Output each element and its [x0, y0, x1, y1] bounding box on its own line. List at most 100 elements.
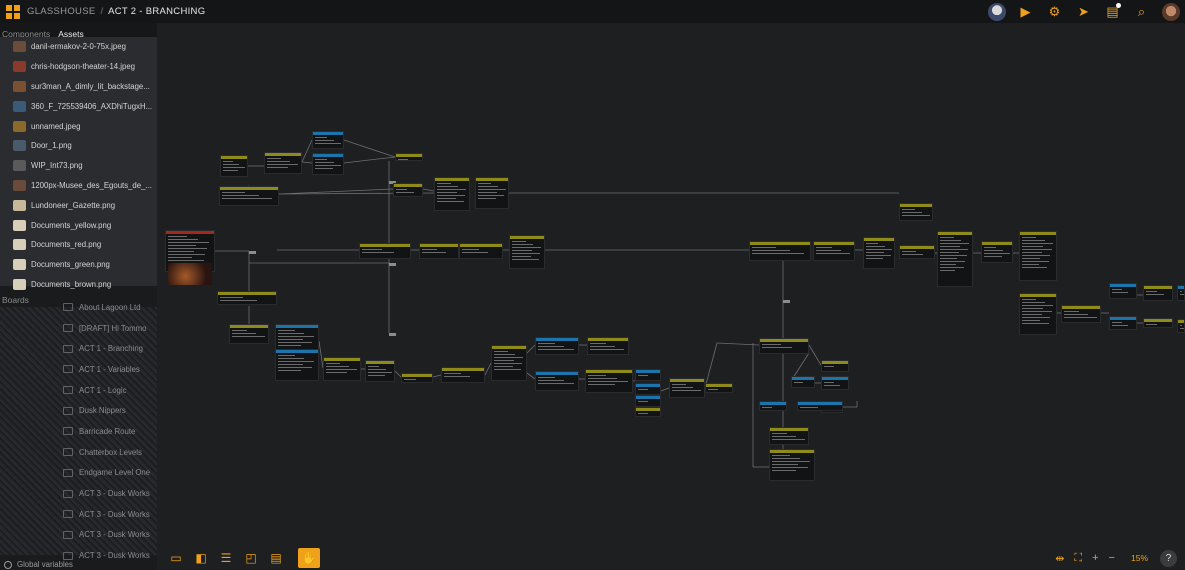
story-node[interactable]	[791, 376, 815, 388]
asset-item[interactable]: sur3man_A_dimly_lit_backstage...	[0, 77, 157, 97]
story-node[interactable]	[395, 153, 423, 161]
board-item[interactable]: ACT 1 - Variables	[0, 359, 157, 380]
story-node[interactable]	[705, 383, 733, 393]
comment-tool-icon[interactable]: ▤	[270, 551, 282, 565]
story-node[interactable]	[821, 376, 849, 390]
asset-item[interactable]: Lundoneer_Gazette.png	[0, 195, 157, 215]
story-node[interactable]	[635, 369, 661, 381]
asset-item[interactable]: Documents_green.png	[0, 255, 157, 275]
board-item[interactable]: ACT 3 - Dusk Works	[0, 545, 157, 566]
story-node[interactable]	[323, 357, 361, 381]
tab-components[interactable]: Components	[2, 28, 51, 39]
story-node[interactable]	[264, 152, 302, 174]
story-node[interactable]	[535, 371, 579, 391]
story-node[interactable]	[312, 131, 344, 149]
story-node[interactable]	[475, 177, 509, 209]
send-icon[interactable]: ➤	[1078, 3, 1089, 19]
board-item[interactable]: Dusk Nippers	[0, 400, 157, 421]
zoom-in-icon[interactable]: +	[1092, 552, 1099, 564]
story-node[interactable]	[635, 383, 661, 395]
story-node[interactable]	[585, 369, 633, 393]
comment-icon[interactable]: ▤	[1098, 0, 1127, 23]
story-node[interactable]	[635, 395, 661, 407]
story-node[interactable]	[1109, 316, 1137, 330]
story-node[interactable]	[165, 230, 215, 285]
story-node[interactable]	[1177, 285, 1185, 301]
story-node[interactable]	[1143, 318, 1173, 328]
avatar-user-2[interactable]	[1156, 0, 1185, 23]
asset-item[interactable]: danil-ermakov-2-0-75x.jpeg	[0, 37, 157, 57]
asset-item[interactable]: Documents_yellow.png	[0, 215, 157, 235]
note-icon[interactable]: ◰	[245, 551, 257, 565]
asset-item[interactable]: 360_F_725539406_AXDhiTugxH...	[0, 96, 157, 116]
breadcrumb-project[interactable]: GLASSHOUSE	[27, 6, 96, 17]
story-node[interactable]	[1019, 293, 1057, 335]
asset-item[interactable]: Documents_brown.png	[0, 275, 157, 295]
zoom-out-icon[interactable]: −	[1108, 552, 1115, 564]
board-item[interactable]: ACT 3 - Dusk Works	[0, 525, 157, 546]
gear-icon[interactable]: ⚙	[1048, 3, 1061, 19]
story-node[interactable]	[821, 360, 849, 372]
story-node[interactable]	[1177, 319, 1185, 333]
story-node[interactable]	[419, 243, 459, 259]
story-node[interactable]	[981, 241, 1013, 263]
board-item[interactable]: Chatterbox Levels	[0, 442, 157, 463]
play-icon[interactable]: ▶	[1020, 3, 1031, 19]
story-node[interactable]	[312, 153, 344, 175]
asset-item[interactable]: 1200px-Musee_des_Egouts_de_...	[0, 176, 157, 196]
story-node[interactable]	[434, 177, 470, 211]
story-node[interactable]	[1019, 231, 1057, 281]
asset-item[interactable]: Documents_red.png	[0, 235, 157, 255]
list-icon[interactable]: ☰	[220, 551, 232, 565]
story-node[interactable]	[749, 241, 811, 261]
story-node[interactable]	[635, 407, 661, 417]
story-node[interactable]	[797, 401, 843, 411]
grid-logo-icon[interactable]	[6, 4, 20, 19]
window-icon[interactable]: ▭	[170, 551, 182, 565]
story-node[interactable]	[491, 345, 527, 381]
story-node[interactable]	[401, 373, 433, 383]
story-node[interactable]	[459, 243, 503, 259]
story-node[interactable]	[219, 186, 279, 206]
story-node[interactable]	[217, 291, 277, 305]
panel-left-icon[interactable]: ◧	[195, 551, 207, 565]
board-item[interactable]: About Lagoon Ltd	[0, 297, 157, 318]
story-node[interactable]	[1109, 283, 1137, 299]
story-node[interactable]	[759, 401, 787, 411]
story-node[interactable]	[359, 243, 411, 259]
story-node[interactable]	[1061, 305, 1101, 323]
fit-screen-icon[interactable]: ⛶	[1074, 551, 1083, 564]
story-node[interactable]	[669, 378, 705, 398]
story-node[interactable]	[441, 367, 485, 383]
avatar-user-1[interactable]	[982, 0, 1011, 23]
help-button[interactable]: ?	[1160, 549, 1177, 567]
board-item[interactable]: Barricade Route	[0, 421, 157, 442]
board-item[interactable]: ACT 3 - Dusk Works	[0, 504, 157, 525]
global-variables-button[interactable]: Global variables	[0, 559, 157, 570]
hand-icon[interactable]: ✋	[298, 548, 320, 568]
story-node[interactable]	[937, 231, 973, 287]
board-canvas[interactable]	[157, 23, 1185, 570]
story-node[interactable]	[769, 449, 815, 481]
story-node[interactable]	[220, 155, 248, 177]
story-node[interactable]	[393, 183, 423, 197]
asset-item[interactable]: WIP_Int73.png	[0, 156, 157, 176]
story-node[interactable]	[899, 203, 933, 221]
story-node[interactable]	[535, 337, 579, 355]
story-node[interactable]	[587, 337, 629, 355]
board-item[interactable]: [DRAFT] Hi Tommo	[0, 318, 157, 339]
asset-item[interactable]: chris-hodgson-theater-14.jpeg	[0, 57, 157, 77]
story-node[interactable]	[759, 338, 809, 354]
board-item[interactable]: ACT 1 - Logic	[0, 380, 157, 401]
asset-item[interactable]: unnamed.jpeg	[0, 116, 157, 136]
story-node[interactable]	[229, 324, 269, 344]
board-item[interactable]: ACT 3 - Dusk Works	[0, 483, 157, 504]
story-node[interactable]	[899, 245, 935, 259]
story-node[interactable]	[769, 427, 809, 445]
tab-assets[interactable]: Assets	[58, 28, 84, 39]
story-node[interactable]	[863, 237, 895, 269]
fit-width-icon[interactable]: ⇹	[1055, 552, 1065, 565]
story-node[interactable]	[509, 235, 545, 269]
story-node[interactable]	[275, 349, 319, 381]
search-icon[interactable]: ⌕	[1137, 3, 1146, 19]
